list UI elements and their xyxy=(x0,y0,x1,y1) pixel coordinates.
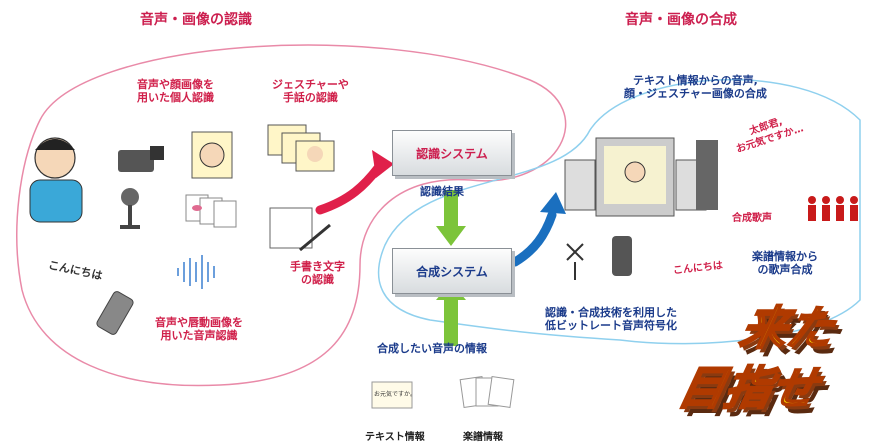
synthesis-title: 音声・画像の合成 xyxy=(625,12,737,28)
handwriting-illustration xyxy=(269,207,331,252)
choir-illustration xyxy=(808,196,858,221)
person-illustration xyxy=(29,137,83,223)
handwriting-label: 手書き文字の認識 xyxy=(290,260,345,286)
chorus-label: 合成歌声 xyxy=(732,213,772,224)
face-photo-illustration xyxy=(191,131,233,179)
banner-line-1: 来た xyxy=(735,300,840,356)
lip-frames-illustration xyxy=(185,194,237,228)
mobile-phone-illustration xyxy=(96,291,134,335)
desired-info-label: 合成したい音声の情報 xyxy=(377,342,487,355)
phone-right-illustration xyxy=(612,236,632,276)
arrow-result-shaft xyxy=(444,190,458,228)
recognition-title: 音声・画像の認識 xyxy=(140,12,252,28)
synthesis-system-box: 合成システム xyxy=(392,248,512,294)
gesture-frames-illustration xyxy=(267,124,335,172)
arrow-info-shaft xyxy=(444,298,458,346)
recognition-region-outline xyxy=(16,44,567,387)
gesture-label: ジェスチャーや手話の認識 xyxy=(272,78,349,104)
tv-system-illustration xyxy=(564,137,718,217)
speech-recognition-label: 音声や唇動画像を用いた音声認識 xyxy=(155,316,243,342)
arrow-to-recognition xyxy=(315,163,383,215)
camcorder-illustration xyxy=(118,146,164,172)
text-to-speech-label: テキスト情報からの音声,顔・ジェスチャー画像の合成 xyxy=(624,74,767,100)
arrow-from-synthesis-head xyxy=(540,192,566,214)
waveform-illustration xyxy=(177,255,215,289)
score-to-song-label: 楽譜情報からの歌声合成 xyxy=(752,250,818,276)
text-info-label: テキスト情報 xyxy=(365,432,425,443)
personal-id-label: 音声や顔画像を用いた個人認識 xyxy=(137,78,214,104)
recognition-result-label: 認識結果 xyxy=(420,185,464,198)
arrow-result-head xyxy=(436,226,466,246)
score-info-cards xyxy=(459,376,515,408)
score-info-label: 楽譜情報 xyxy=(463,432,503,443)
text-info-card xyxy=(371,381,413,409)
arrow-to-recognition-head xyxy=(372,150,394,178)
microphone-illustration xyxy=(120,188,140,229)
arrow-from-synthesis xyxy=(510,210,557,267)
banner-line-2: 目指せ xyxy=(673,360,824,416)
recognition-system-box: 認識システム xyxy=(392,130,512,176)
low-bitrate-label: 認識・合成技術を利用した低ビットレート音声符号化 xyxy=(545,306,677,332)
antenna-illustration xyxy=(566,243,584,280)
text-card-label: お元気ですか。 xyxy=(374,391,416,398)
